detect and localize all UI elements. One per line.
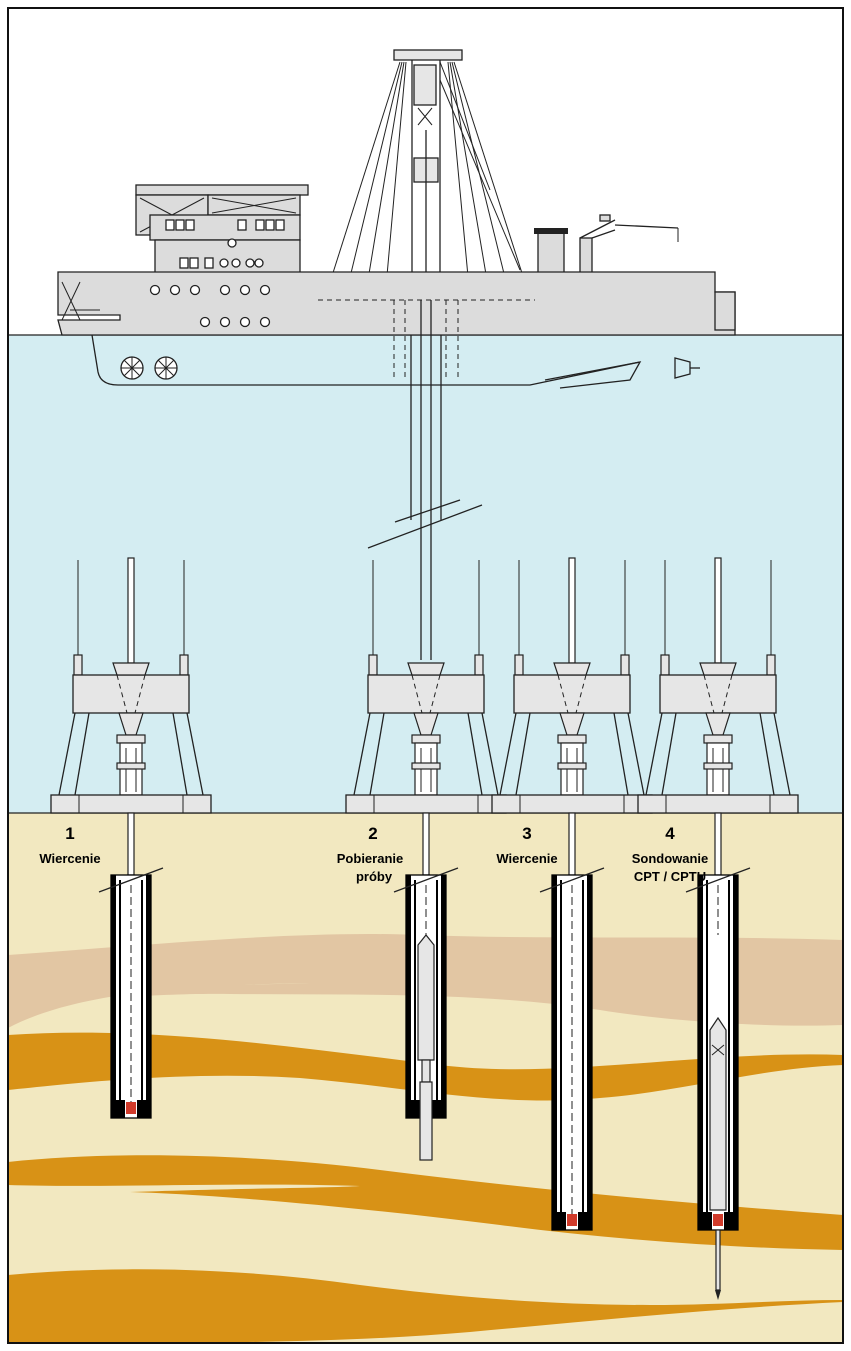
- station-2-label: 2 Pobieranie próby: [337, 824, 403, 884]
- funnel: [537, 231, 565, 276]
- frame-legs: [58, 712, 204, 796]
- drill-bit-right: [432, 1100, 446, 1118]
- cpt-tool: [709, 1016, 727, 1211]
- station-3-label: 3 Wiercenie: [496, 824, 557, 866]
- casing-wall-left: [698, 875, 703, 1230]
- sampler-tool: [417, 934, 435, 1061]
- casing-break: [539, 867, 605, 893]
- drill-bit-right: [578, 1212, 592, 1230]
- mudmat: [50, 794, 212, 814]
- seabed-frames: [50, 557, 799, 814]
- bow-thrusters: [120, 356, 178, 380]
- station-4-text-line-2: CPT / CPTU: [634, 869, 706, 884]
- soil-layers: [8, 934, 843, 1344]
- casing-wall-left: [111, 875, 116, 1118]
- drill-pipe: [127, 557, 135, 664]
- drill-pipe: [568, 557, 576, 664]
- seabed-frame-2: [345, 560, 507, 814]
- casing-break: [98, 867, 164, 893]
- seabed-frame-1: [50, 557, 212, 814]
- station-3-text: Wiercenie: [496, 851, 557, 866]
- drilling-ship: [57, 49, 736, 389]
- drill-bit-left: [698, 1212, 712, 1230]
- station-2-text-line-1: Pobieranie: [337, 851, 403, 866]
- station-1-number: 1: [65, 824, 74, 843]
- drill-pipe: [714, 557, 722, 664]
- template-block: [659, 674, 777, 714]
- conductor-pipe: [127, 812, 135, 876]
- drill-bit-left: [552, 1212, 566, 1230]
- sample-tube: [419, 1081, 433, 1161]
- station-4-number: 4: [665, 824, 675, 843]
- template-block: [513, 674, 631, 714]
- conductor-pipe: [568, 812, 576, 876]
- drill-string: [367, 300, 483, 660]
- casing-wall-right: [587, 875, 592, 1230]
- template-block: [367, 674, 485, 714]
- borehole-3: [539, 812, 605, 1231]
- deck-crane: [579, 214, 679, 276]
- bit-cutter: [713, 1214, 723, 1226]
- borehole-4: [685, 812, 751, 1300]
- mudmat: [491, 794, 653, 814]
- casing-break: [393, 867, 459, 893]
- casing-wall-left: [406, 875, 411, 1118]
- propeller: [674, 357, 691, 379]
- casing-wall-right: [441, 875, 446, 1118]
- guide-funnel: [553, 662, 591, 676]
- station-4-text-line-1: Sondowanie: [632, 851, 709, 866]
- conductor-pipe: [422, 812, 430, 876]
- bit-cutter: [126, 1102, 136, 1114]
- guide-funnel: [112, 662, 150, 676]
- borehole-1: [98, 812, 164, 1119]
- mudmat: [637, 794, 799, 814]
- cpt-cone-tip: [715, 1290, 721, 1300]
- drill-bit-right: [137, 1100, 151, 1118]
- boreholes: [98, 812, 751, 1300]
- ship-hull: [57, 271, 736, 336]
- guide-funnel: [699, 662, 737, 676]
- pipe-break-lower: [367, 504, 483, 549]
- soil-layer-orange-middle: [8, 1155, 843, 1250]
- station-1-text: Wiercenie: [39, 851, 100, 866]
- drill-bit-left: [111, 1100, 125, 1118]
- station-4-label: 4 Sondowanie CPT / CPTU: [632, 824, 709, 884]
- station-3-number: 3: [522, 824, 531, 843]
- template-block: [72, 674, 190, 714]
- casing-wall-right: [733, 875, 738, 1230]
- borehole-2: [393, 812, 459, 1161]
- casing-wall-right: [146, 875, 151, 1118]
- soil-layer-orange-lower: [8, 1269, 843, 1344]
- top-drive: [413, 64, 437, 106]
- frame-legs: [645, 712, 791, 796]
- seabed-frame-4: [637, 557, 799, 814]
- bridge-roof: [135, 184, 309, 196]
- station-2-number: 2: [368, 824, 377, 843]
- mudmat: [345, 794, 507, 814]
- diagram-border: [7, 7, 844, 1344]
- conductor-pipe: [714, 812, 722, 876]
- frame-legs: [353, 712, 499, 796]
- derrick-crown: [393, 49, 463, 61]
- hull-underwater: [91, 334, 642, 389]
- derrick-rigging: [324, 61, 531, 299]
- casing-wall-left: [552, 875, 557, 1230]
- drill-bit-left: [406, 1100, 420, 1118]
- pipe-break-upper: [394, 499, 461, 523]
- casing-break: [685, 867, 751, 893]
- station-1-label: 1 Wiercenie: [39, 824, 100, 866]
- station-2-text-line-2: próby: [356, 869, 393, 884]
- bit-cutter: [567, 1214, 577, 1226]
- drill-bit-right: [724, 1212, 738, 1230]
- cpt-rod: [715, 1229, 721, 1291]
- guide-funnel: [407, 662, 445, 676]
- moonpool: [393, 300, 459, 380]
- frame-legs: [499, 712, 645, 796]
- seabed-frame-3: [491, 557, 653, 814]
